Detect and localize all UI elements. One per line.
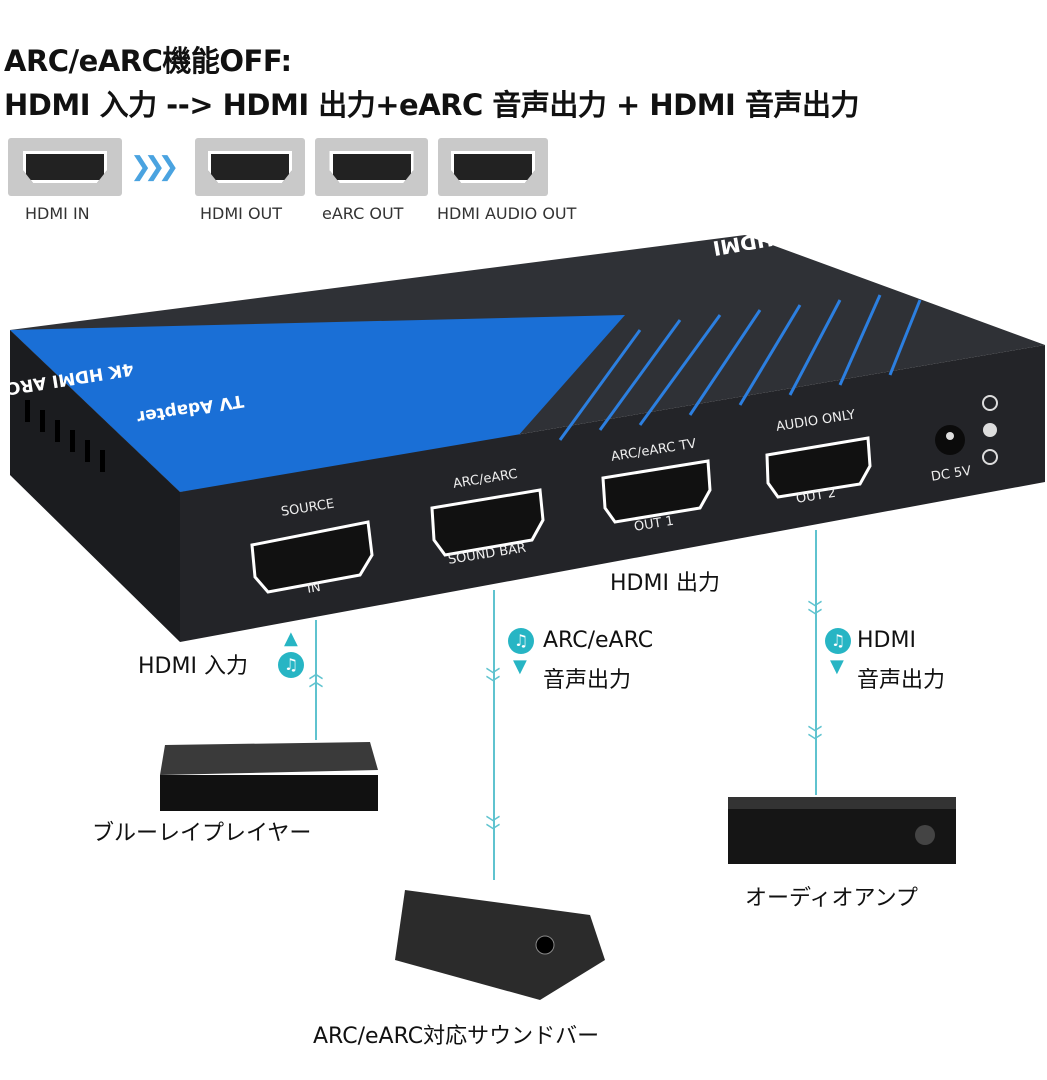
port-label: eARC OUT <box>322 204 404 223</box>
amp-label: オーディオアンプ <box>745 886 918 911</box>
port-label: HDMI AUDIO OUT <box>437 204 577 223</box>
chevron-up-icon: ︿︿ <box>309 666 323 690</box>
music-note-icon: ♫ <box>508 628 534 654</box>
earc-out-icon <box>315 138 428 196</box>
connection-line <box>315 620 317 740</box>
arrow-down-icon: ▼ <box>830 656 844 677</box>
hdmi-audio-label: 音声出力 <box>857 668 946 693</box>
chevron-down-icon: ﹀﹀ <box>486 816 500 840</box>
arc-label: 音声出力 <box>543 668 632 693</box>
chevron-down-icon: ﹀﹀ <box>486 668 500 692</box>
title-line-2: HDMI 入力 --> HDMI 出力+eARC 音声出力 + HDMI 音声出… <box>4 88 859 122</box>
hdmi-out-icon <box>195 138 305 196</box>
hdmi-audio-label: HDMI <box>857 628 916 653</box>
arrow-right-icon: ❯❯❯ <box>130 152 179 182</box>
arrow-down-icon: ▼ <box>513 656 527 677</box>
arrow-up-icon: ▲ <box>284 628 298 649</box>
music-note-icon: ♫ <box>278 652 304 678</box>
hdmi-out-label: HDMI 出力 <box>610 571 720 596</box>
arc-label: ARC/eARC <box>543 628 654 653</box>
port-bottom-label: IN <box>306 579 322 597</box>
hdmi-in-label: HDMI 入力 <box>138 654 248 679</box>
bluray-player-image <box>160 775 378 811</box>
soundbar-image <box>395 890 605 1000</box>
music-note-icon: ♫ <box>825 628 851 654</box>
chevron-down-icon: ﹀﹀ <box>808 601 822 625</box>
port-label: HDMI OUT <box>200 204 283 223</box>
bluray-label: ブルーレイプレイヤー <box>92 821 312 846</box>
hdmi-in-icon <box>8 138 122 196</box>
title-line-1: ARC/eARC機能OFF: <box>4 44 292 78</box>
soundbar-label: ARC/eARC対応サウンドバー <box>313 1024 600 1049</box>
hdmi-audio-out-icon <box>438 138 548 196</box>
port-label: HDMI IN <box>25 204 90 223</box>
connection-line <box>815 530 817 795</box>
chevron-down-icon: ﹀﹀ <box>808 726 822 750</box>
connection-line <box>493 590 495 880</box>
